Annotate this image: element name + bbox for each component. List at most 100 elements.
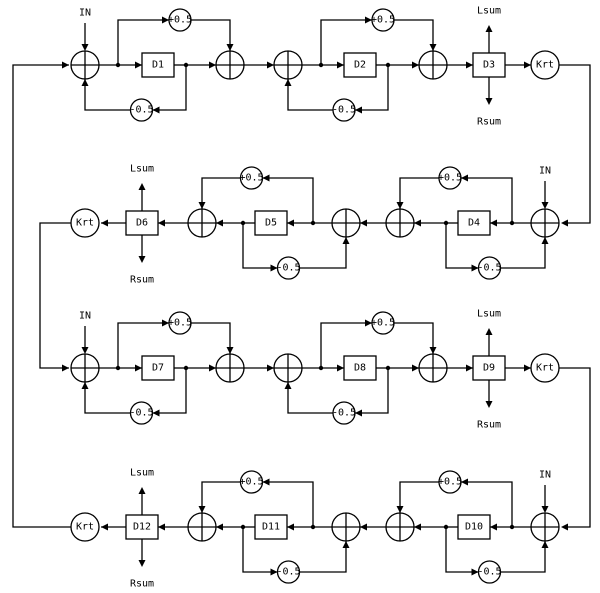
- signal-wire: [559, 367, 591, 528]
- arrowhead-icon: [138, 183, 146, 190]
- arrowhead-icon: [287, 523, 294, 531]
- delay-block-d5: [254, 210, 288, 236]
- delay-block-d2: [343, 52, 377, 78]
- signal-wire: [287, 382, 333, 414]
- arrowhead-icon: [524, 61, 531, 69]
- arrowhead-icon: [485, 98, 493, 105]
- delay-block-d6: [125, 210, 159, 236]
- arrowhead-icon: [414, 219, 421, 227]
- arrowhead-icon: [561, 219, 568, 227]
- input-label: IN: [79, 311, 91, 322]
- arrowhead-icon: [461, 478, 468, 486]
- signal-wire: [117, 19, 169, 65]
- summing-junction-icon: [215, 50, 245, 80]
- arrowhead-icon: [471, 264, 479, 272]
- arrowhead-icon: [342, 541, 350, 548]
- delay-block-d8: [343, 355, 377, 381]
- arrowhead-icon: [262, 174, 270, 182]
- signal-wire: [445, 223, 479, 269]
- delay-label-d12: D12: [133, 522, 151, 533]
- signal-wire: [262, 481, 314, 527]
- arrowhead-icon: [138, 560, 146, 567]
- signal-wire: [559, 64, 591, 224]
- krt-label: Krt: [76, 522, 94, 533]
- signal-wire: [461, 177, 513, 223]
- arrowhead-icon: [284, 79, 292, 86]
- arrowhead-icon: [101, 523, 108, 531]
- delay-label-d11: D11: [262, 522, 280, 533]
- delay-block-d1: [141, 52, 175, 78]
- signal-wire: [320, 19, 372, 65]
- krt-label: Krt: [536, 363, 554, 374]
- signal-wire: [500, 541, 546, 573]
- summing-junction-icon: [418, 353, 448, 383]
- arrowhead-icon: [62, 364, 69, 372]
- arrowhead-icon: [524, 364, 531, 372]
- arrowhead-icon: [267, 364, 274, 372]
- rsum-label: Rsum: [130, 275, 154, 286]
- arrowhead-icon: [429, 44, 437, 51]
- signal-wire: [461, 481, 513, 527]
- arrowhead-icon: [485, 328, 493, 335]
- input-label: IN: [539, 166, 551, 177]
- arrowhead-icon: [81, 347, 89, 354]
- summing-junction-icon: [187, 208, 217, 238]
- arrowhead-icon: [209, 61, 216, 69]
- signal-wire: [500, 237, 546, 269]
- signal-wire: [201, 177, 241, 209]
- arrowhead-icon: [541, 202, 549, 209]
- arrowhead-icon: [561, 523, 568, 531]
- summing-junction-icon: [530, 512, 560, 542]
- arrowhead-icon: [162, 16, 169, 24]
- delay-label-d6: D6: [136, 218, 148, 229]
- signal-wire: [12, 64, 71, 528]
- signal-wire: [394, 19, 434, 51]
- arrowhead-icon: [337, 364, 344, 372]
- arrowhead-icon: [355, 106, 362, 114]
- summing-junction-icon: [70, 353, 100, 383]
- krt-label: Krt: [536, 60, 554, 71]
- arrowhead-icon: [365, 319, 372, 327]
- arrowhead-icon: [337, 61, 344, 69]
- arrowhead-icon: [360, 523, 367, 531]
- arrowhead-icon: [262, 478, 270, 486]
- arrowhead-icon: [226, 347, 234, 354]
- arrowhead-icon: [152, 409, 160, 417]
- signal-wire: [287, 79, 333, 111]
- summing-junction-icon: [70, 50, 100, 80]
- rsum-label: Rsum: [477, 117, 501, 128]
- delay-block-d4: [457, 210, 491, 236]
- summing-junction-icon: [530, 208, 560, 238]
- gain-minus-half-label: -0.5: [332, 105, 356, 116]
- arrowhead-icon: [287, 219, 294, 227]
- arrowhead-icon: [152, 106, 160, 114]
- delay-label-d9: D9: [483, 363, 495, 374]
- gain-plus-half-label: +0.5: [371, 318, 395, 329]
- arrowhead-icon: [355, 409, 362, 417]
- gain-minus-half-label: -0.5: [276, 263, 300, 274]
- signal-wire: [117, 322, 169, 368]
- arrowhead-icon: [162, 319, 169, 327]
- gain-plus-half-label: +0.5: [438, 173, 462, 184]
- arrowhead-icon: [360, 219, 367, 227]
- signal-wire: [84, 382, 131, 414]
- signal-wire: [84, 79, 131, 111]
- arrowhead-icon: [270, 568, 278, 576]
- gain-plus-half-label: +0.5: [239, 173, 263, 184]
- delay-block-d3: [472, 52, 506, 78]
- signal-wire: [242, 527, 278, 573]
- gain-minus-half-label: -0.5: [129, 408, 153, 419]
- lsum-label: Lsum: [477, 6, 501, 17]
- summing-junction-icon: [215, 353, 245, 383]
- arrowhead-icon: [342, 237, 350, 244]
- summing-junction-icon: [331, 512, 361, 542]
- arrowhead-icon: [284, 382, 292, 389]
- gain-plus-half-label: +0.5: [438, 477, 462, 488]
- gain-plus-half-label: +0.5: [168, 15, 192, 26]
- delay-block-d9: [472, 355, 506, 381]
- summing-junction-icon: [385, 208, 415, 238]
- arrowhead-icon: [135, 364, 142, 372]
- signal-wire: [320, 322, 372, 368]
- arrowhead-icon: [267, 61, 274, 69]
- signal-wire: [445, 527, 479, 573]
